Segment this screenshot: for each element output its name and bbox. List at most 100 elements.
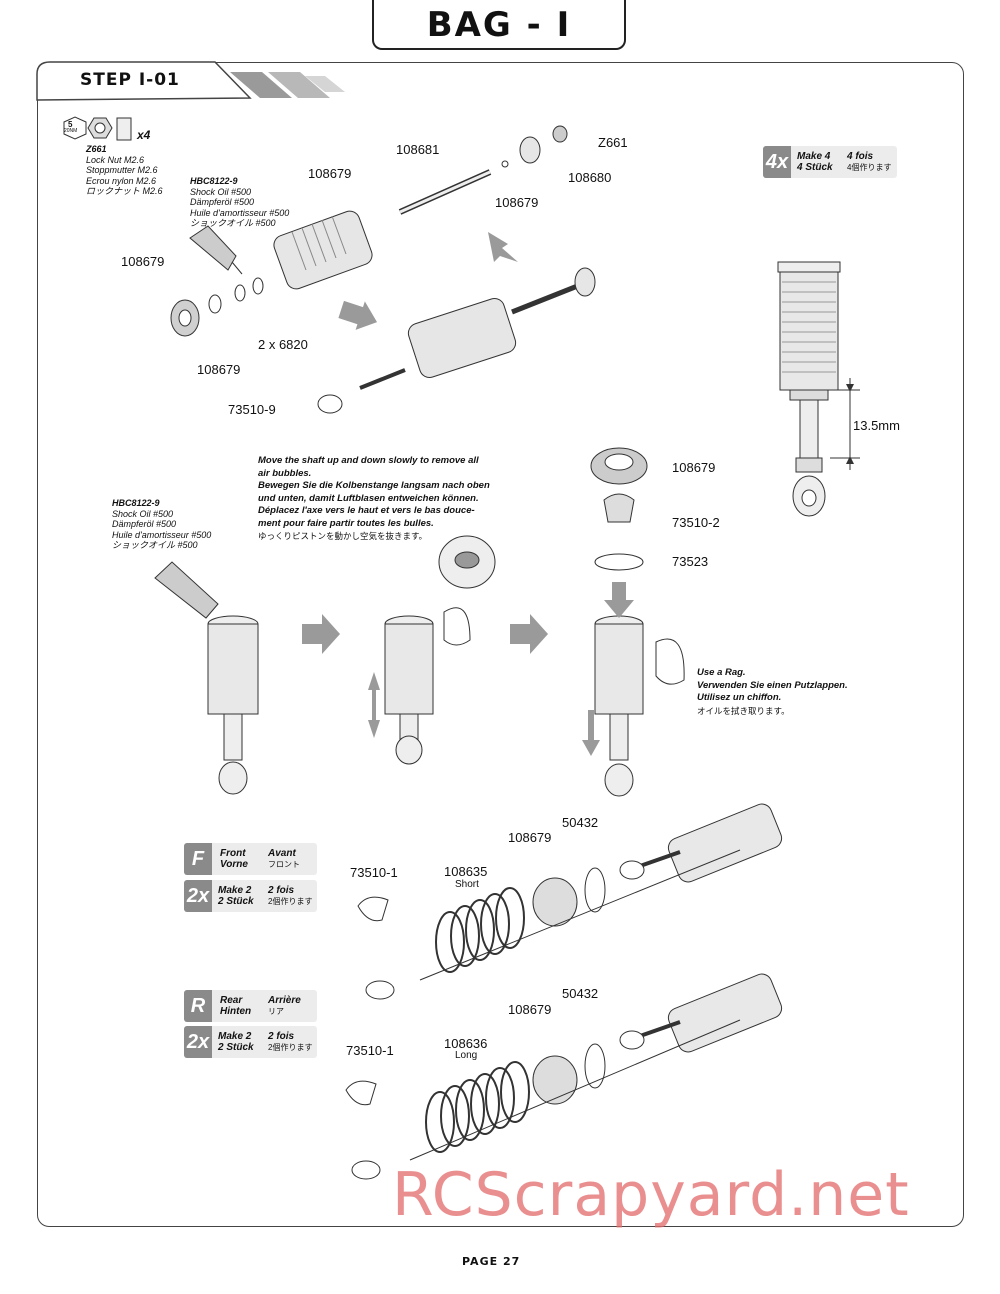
hardware-line: Stoppmutter M2.6 xyxy=(86,165,158,175)
label-73523: 73523 xyxy=(672,554,709,569)
hardware-line: Ecrou nylon M2.6 xyxy=(86,175,157,186)
step-title: STEP I-01 xyxy=(80,70,180,90)
shock-dimension-view xyxy=(777,261,860,517)
step-stripe-2 xyxy=(268,72,330,98)
bleed-line: Move the shaft up and down slowly to rem… xyxy=(258,455,479,466)
front-de: Vorne xyxy=(220,859,248,870)
oil-bottle-mid xyxy=(154,561,219,619)
rag-line: Verwenden Sie einen Putzlappen. xyxy=(697,679,848,691)
oil-mid-line: Dämpferöl #500 xyxy=(112,519,177,529)
bubble-lens-icon xyxy=(438,535,496,589)
front-letter: F xyxy=(184,843,212,875)
oil-mid-desc: HBC8122-9 Shock Oil #500 Dämpferöl #500 … xyxy=(112,498,211,551)
label-6820: 2 x 6820 xyxy=(258,337,308,352)
label-front-73510-1: 73510-1 xyxy=(350,865,398,880)
label-73510-2: 73510-2 xyxy=(672,515,720,530)
front-badge: F Front Avant Vorne フロント xyxy=(184,843,317,875)
wrench-size-sublabel: 20NM xyxy=(64,128,78,134)
hex-wrench-icon xyxy=(63,116,87,140)
shock-fill-3 xyxy=(582,582,644,797)
oil-mid-line: ショックオイル #500 xyxy=(112,540,198,550)
bleed-line: air bubbles. xyxy=(258,467,312,479)
make-4-qty: 4x xyxy=(763,146,791,178)
front-make-de: 2 Stück xyxy=(218,896,254,907)
page-number: PAGE 27 xyxy=(462,1255,521,1268)
hardware-line: Lock Nut M2.6 xyxy=(86,154,145,165)
rear-en: Rear xyxy=(220,995,243,1006)
label-dimension: 13.5mm xyxy=(853,418,900,433)
rear-spring-assembly xyxy=(345,973,783,1180)
shock-assembly-center xyxy=(317,267,596,414)
hardware-qty: x4 xyxy=(137,128,151,142)
label-108680: 108680 xyxy=(568,170,612,185)
lock-nut-icon xyxy=(87,117,113,139)
label-front-50432: 50432 xyxy=(562,815,599,830)
step-stripe-3 xyxy=(305,76,345,92)
label-front-108635: 108635 xyxy=(444,864,488,879)
oil-top-part: HBC8122-9 xyxy=(190,176,238,186)
label-108681: 108681 xyxy=(396,142,440,157)
label-rear-50432: 50432 xyxy=(562,986,599,1001)
bag-title-tab: BAG - I xyxy=(372,0,626,50)
washer-a xyxy=(208,294,222,314)
rag-line: オイルを拭き取ります。 xyxy=(697,705,790,716)
label-front-short: Short xyxy=(455,879,479,890)
front-make-qty: 2x xyxy=(184,880,212,912)
rear-make-fr: 2 fois xyxy=(268,1031,295,1042)
front-make-badge: 2x Make 2 2 fois 2 Stück 2個作ります xyxy=(184,880,317,912)
label-73510-9: 73510-9 xyxy=(228,402,276,417)
hardware-desc: Z661 Lock Nut M2.6 Stoppmutter M2.6 Ecro… xyxy=(86,144,163,197)
label-108679-shaft: 108679 xyxy=(495,195,539,210)
rear-jp: リア xyxy=(268,1007,284,1016)
hardware-line: ロックナット M2.6 xyxy=(86,186,163,196)
label-rear-108679: 108679 xyxy=(508,1002,552,1017)
label-108679-cap: 108679 xyxy=(672,460,716,475)
oil-top-line: ショックオイル #500 xyxy=(190,218,276,228)
front-spring-assembly xyxy=(357,803,783,1000)
nut-side-icon xyxy=(116,117,132,141)
shock-body-top xyxy=(273,210,373,290)
oil-top-line: Huile d'amortisseur #500 xyxy=(190,207,290,218)
direction-arrows xyxy=(302,232,548,654)
make-4-badge: 4x Make 4 4 fois 4 Stück 4個作ります xyxy=(763,146,897,178)
label-rear-long: Long xyxy=(455,1050,478,1061)
arrow-right-1 xyxy=(338,300,378,330)
shock-shaft-part xyxy=(398,125,568,215)
step-stripe-1 xyxy=(230,72,292,98)
oring-b xyxy=(252,277,264,295)
rear-letter: R xyxy=(184,990,212,1022)
oil-top-line: Shock Oil #500 xyxy=(190,186,252,197)
rear-make-jp: 2個作ります xyxy=(268,1043,313,1052)
label-108679-left: 108679 xyxy=(121,254,165,269)
rear-make-qty: 2x xyxy=(184,1026,212,1058)
label-rear-73510-1: 73510-1 xyxy=(346,1043,394,1058)
oil-mid-part: HBC8122-9 xyxy=(112,498,160,508)
front-make-en: Make 2 xyxy=(218,885,252,896)
oil-top-line: Dämpferöl #500 xyxy=(190,197,255,207)
bag-title: BAG - I xyxy=(426,5,572,45)
label-108679-body: 108679 xyxy=(308,166,352,181)
oil-bottle-top xyxy=(189,225,243,275)
front-fr: Avant xyxy=(268,848,296,859)
front-en: Front xyxy=(220,848,246,859)
label-z661: Z661 xyxy=(598,135,628,150)
rear-make-en: Make 2 xyxy=(218,1031,252,1042)
shock-cap-nut xyxy=(170,299,200,337)
make-4-jp: 4個作ります xyxy=(847,163,892,172)
label-front-108679: 108679 xyxy=(508,830,552,845)
rag-line: Use a Rag. xyxy=(697,667,746,678)
watermark: RCScrapyard.net xyxy=(392,1160,910,1230)
bleed-line: und unten, damit Luftblasen entweichen k… xyxy=(258,492,479,504)
rag-icon-1 xyxy=(443,607,471,646)
cap-parts-exploded xyxy=(590,447,648,571)
rag-icon-2 xyxy=(655,638,685,685)
arrow-down-right-1 xyxy=(488,232,518,262)
make-4-de: 4 Stück xyxy=(797,162,833,173)
bleed-line: Déplacez l'axe vers le haut et vers le b… xyxy=(258,505,475,516)
wrench-size-label: 5 xyxy=(68,120,73,129)
rear-fr: Arrière xyxy=(268,995,301,1006)
front-make-jp: 2個作ります xyxy=(268,897,313,906)
rag-instructions: Use a Rag. Verwenden Sie einen Putzlappe… xyxy=(697,667,897,717)
rag-line: Utilisez un chiffon. xyxy=(697,692,782,703)
